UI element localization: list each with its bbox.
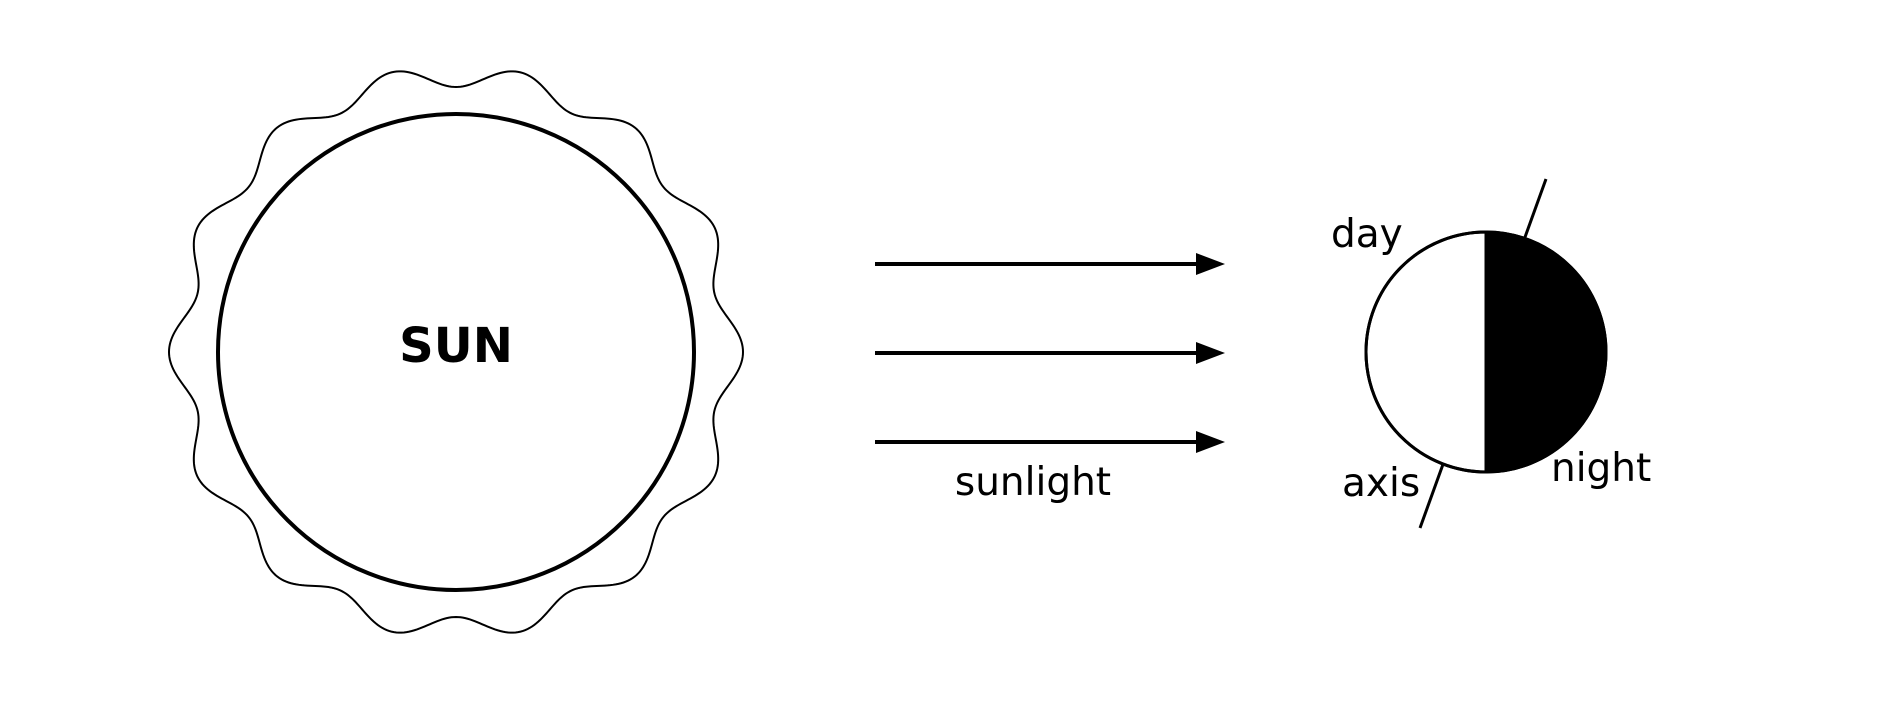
sunlight-arrows [875, 253, 1225, 453]
night-label: night [1551, 446, 1651, 491]
axis-label: axis [1342, 461, 1420, 506]
earth-outline [1364, 230, 1608, 474]
sunlight-arrow [875, 342, 1225, 364]
sunlight-arrow [875, 253, 1225, 275]
earth [1364, 178, 1608, 529]
sun-label: SUN [399, 318, 513, 374]
earth-night-side [1484, 230, 1608, 474]
earth-day-side [1364, 230, 1488, 474]
sunlight-arrow [875, 431, 1225, 453]
sunlight-label: sunlight [955, 460, 1111, 505]
day-label: day [1331, 212, 1403, 257]
sun-disk [216, 112, 696, 592]
sun-corona [167, 70, 745, 634]
